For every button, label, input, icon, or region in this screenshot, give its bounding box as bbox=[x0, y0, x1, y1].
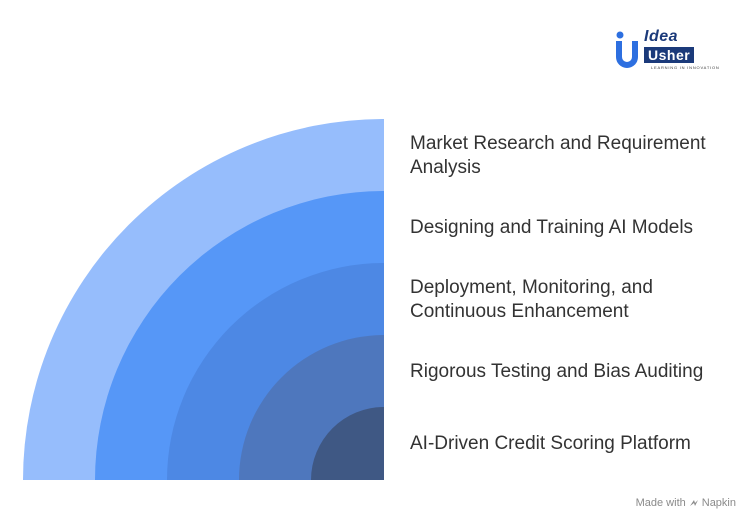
layer-label-5: AI-Driven Credit Scoring Platform bbox=[410, 433, 691, 454]
idea-usher-logo: Idea Usher LEARNING IN INNOVATION bbox=[613, 28, 723, 74]
napkin-brand-text: Napkin bbox=[701, 497, 736, 509]
napkin-icon bbox=[689, 500, 698, 506]
layer-5-quadrant bbox=[311, 407, 384, 480]
layer-label-3: Deployment, Monitoring, and Continuous E… bbox=[410, 277, 653, 322]
made-with-text: Made with bbox=[635, 497, 686, 509]
logo-word-usher: Usher bbox=[644, 47, 695, 63]
layer-label-1: Market Research and Requirement Analysis bbox=[410, 133, 706, 178]
logo-tagline: LEARNING IN INNOVATION bbox=[651, 65, 720, 70]
layer-label-4: Rigorous Testing and Bias Auditing bbox=[410, 361, 704, 382]
made-with-napkin-footer: Made with Napkin bbox=[636, 497, 736, 509]
logo-word-idea: Idea bbox=[644, 28, 679, 45]
layer-label-2: Designing and Training AI Models bbox=[410, 217, 694, 238]
logo-u-icon bbox=[616, 31, 638, 68]
